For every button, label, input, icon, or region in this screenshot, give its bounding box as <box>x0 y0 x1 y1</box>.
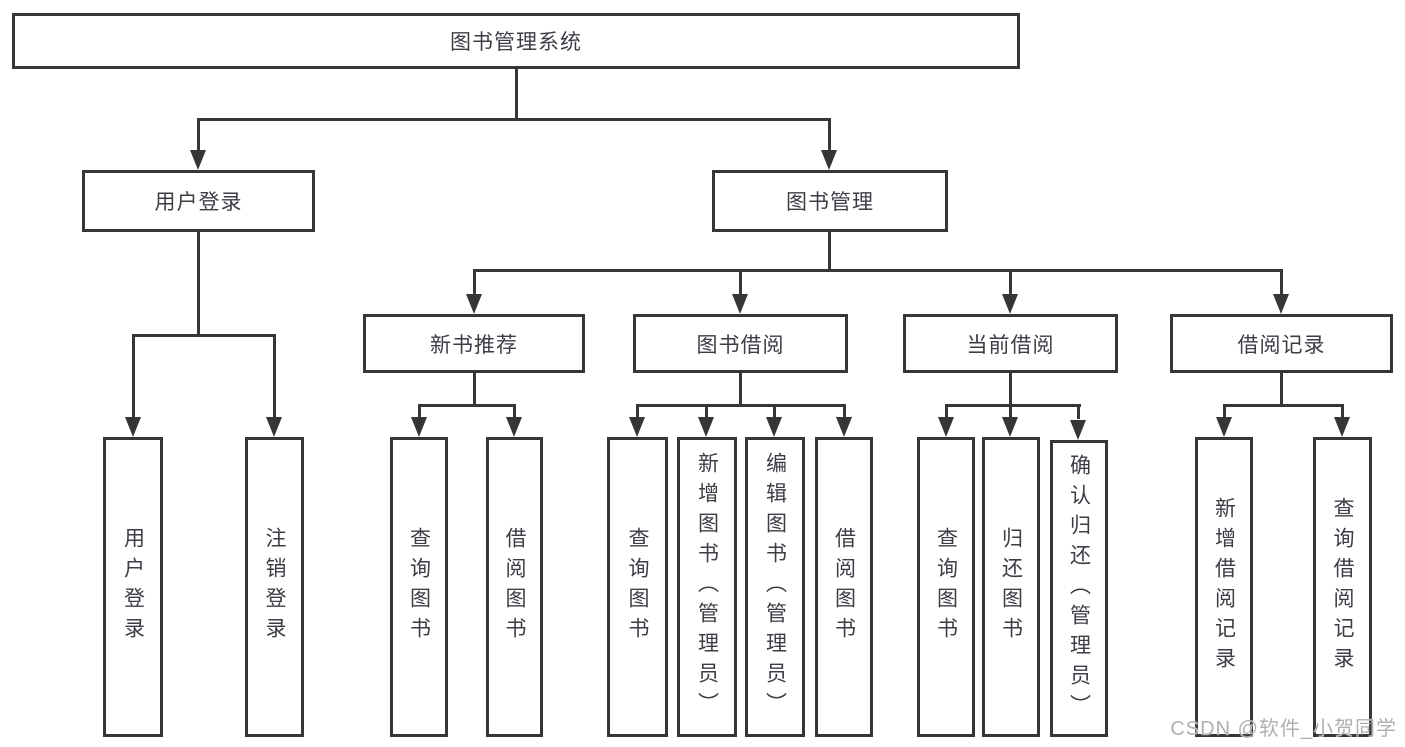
leaf-add-book-admin: 新增图书（管理员） <box>677 437 737 737</box>
node-book-management: 图书管理 <box>712 170 948 232</box>
leaf-user-login: 用户登录 <box>103 437 163 737</box>
connector-line <box>197 118 831 121</box>
node-user-login: 用户登录 <box>82 170 315 232</box>
node-root-label: 图书管理系统 <box>450 31 582 54</box>
connector-line <box>843 404 846 419</box>
node-book-management-label: 图书管理 <box>786 191 874 214</box>
connector-line <box>773 404 776 419</box>
connector-line <box>1223 404 1344 407</box>
leaf-return-book-label: 归还图书 <box>999 527 1023 647</box>
connector-line <box>705 404 708 419</box>
node-borrow-record-label: 借阅记录 <box>1237 333 1326 357</box>
connector-line <box>418 404 516 407</box>
leaf-query-book-current: 查询图书 <box>917 437 975 737</box>
connector-line <box>473 373 476 406</box>
connector-line <box>418 404 421 419</box>
leaf-logout-login: 注销登录 <box>245 437 304 737</box>
arrow-down-icon <box>506 417 522 437</box>
leaf-user-login-label: 用户登录 <box>121 527 145 647</box>
connector-line <box>513 404 516 419</box>
connector-line <box>636 404 846 407</box>
arrow-down-icon <box>466 294 482 314</box>
leaf-confirm-return-admin: 确认归还（管理员） <box>1050 440 1108 737</box>
leaf-logout-login-label: 注销登录 <box>263 527 286 647</box>
connector-line <box>132 334 275 337</box>
connector-line <box>739 373 742 406</box>
arrow-down-icon <box>629 417 645 437</box>
connector-line <box>273 334 276 419</box>
connector-line <box>828 118 831 152</box>
connector-line <box>1280 269 1283 297</box>
leaf-query-book-current-label: 查询图书 <box>934 527 958 647</box>
connector-line <box>828 232 831 272</box>
leaf-query-book-borrow-label: 查询图书 <box>626 527 649 647</box>
leaf-add-book-admin-label: 新增图书（管理员） <box>695 452 719 722</box>
leaf-edit-book-admin-label: 编辑图书（管理员） <box>763 452 787 722</box>
arrow-down-icon <box>1273 294 1289 314</box>
connector-line <box>1009 373 1012 406</box>
node-current-borrow-label: 当前借阅 <box>966 333 1055 357</box>
node-borrow-record: 借阅记录 <box>1170 314 1393 373</box>
arrow-down-icon <box>836 417 852 437</box>
leaf-edit-book-admin: 编辑图书（管理员） <box>745 437 805 737</box>
node-root-library-system: 图书管理系统 <box>12 13 1020 69</box>
node-book-borrow: 图书借阅 <box>633 314 848 373</box>
leaf-add-borrow-record: 新增借阅记录 <box>1195 437 1253 737</box>
arrow-down-icon <box>125 417 141 437</box>
csdn-watermark: CSDN @软件_小贺同学 <box>1170 718 1397 740</box>
arrow-down-icon <box>732 294 748 314</box>
leaf-borrow-book-recommend: 借阅图书 <box>486 437 543 737</box>
leaf-return-book: 归还图书 <box>982 437 1040 737</box>
arrow-down-icon <box>698 417 714 437</box>
connector-line <box>1280 373 1283 406</box>
node-user-login-label: 用户登录 <box>154 191 243 214</box>
arrow-down-icon <box>1070 420 1086 440</box>
connector-line <box>473 269 476 297</box>
leaf-query-book-borrow: 查询图书 <box>607 437 668 737</box>
arrow-down-icon <box>1002 417 1018 437</box>
connector-line <box>1077 404 1080 419</box>
connector-line <box>945 404 948 419</box>
connector-line <box>132 334 135 419</box>
arrow-down-icon <box>266 417 282 437</box>
leaf-add-borrow-record-label: 新增借阅记录 <box>1212 497 1236 677</box>
leaf-borrow-book: 借阅图书 <box>815 437 873 737</box>
connector-line <box>197 232 200 336</box>
leaf-borrow-book-recommend-label: 借阅图书 <box>503 527 526 647</box>
arrow-down-icon <box>1002 294 1018 314</box>
connector-line <box>1223 404 1226 419</box>
node-new-book-recommend-label: 新书推荐 <box>430 333 518 357</box>
arrow-down-icon <box>938 417 954 437</box>
connector-line <box>197 118 200 152</box>
arrow-down-icon <box>766 417 782 437</box>
connector-line <box>473 269 1283 272</box>
connector-line <box>1009 269 1012 297</box>
leaf-query-book-recommend-label: 查询图书 <box>407 527 431 647</box>
leaf-query-borrow-record: 查询借阅记录 <box>1313 437 1372 737</box>
connector-line <box>739 269 742 297</box>
connector-line <box>636 404 639 419</box>
arrow-down-icon <box>1334 417 1350 437</box>
arrow-down-icon <box>411 417 427 437</box>
leaf-query-book-recommend: 查询图书 <box>390 437 448 737</box>
arrow-down-icon <box>821 150 837 170</box>
leaf-query-borrow-record-label: 查询借阅记录 <box>1331 497 1354 677</box>
node-book-borrow-label: 图书借阅 <box>696 333 785 357</box>
leaf-borrow-book-label: 借阅图书 <box>832 527 856 647</box>
connector-line <box>1009 404 1012 419</box>
arrow-down-icon <box>1216 417 1232 437</box>
node-new-book-recommend: 新书推荐 <box>363 314 585 373</box>
connector-line <box>515 68 518 120</box>
connector-line <box>1341 404 1344 419</box>
leaf-confirm-return-admin-label: 确认归还（管理员） <box>1067 453 1091 724</box>
node-current-borrow: 当前借阅 <box>903 314 1118 373</box>
connector-line <box>945 404 1081 407</box>
arrow-down-icon <box>190 150 206 170</box>
